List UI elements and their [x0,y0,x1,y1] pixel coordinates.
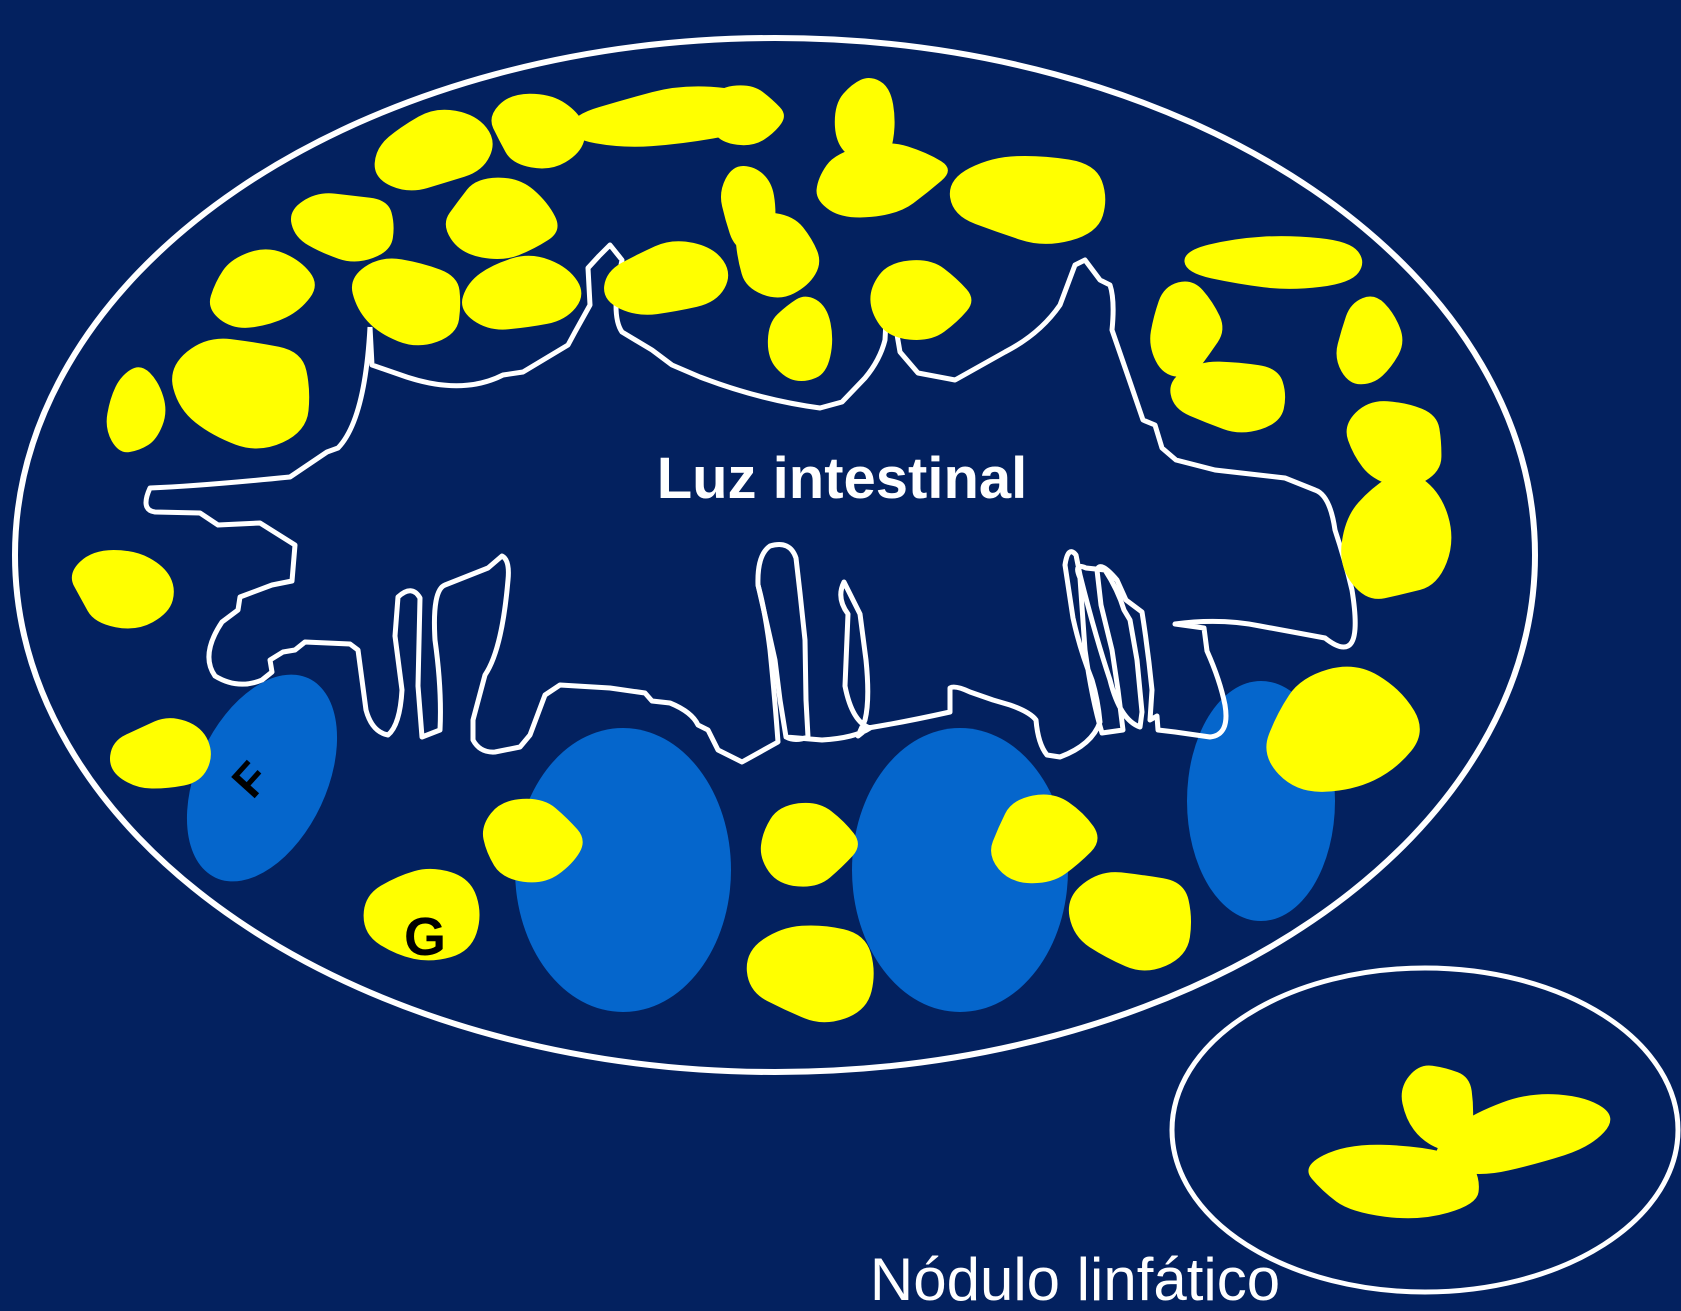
lymph-node-label: Nódulo linfático [870,1246,1280,1311]
lumen-label: Luz intestinal [657,446,1028,511]
letter-g-label: G [404,907,446,967]
